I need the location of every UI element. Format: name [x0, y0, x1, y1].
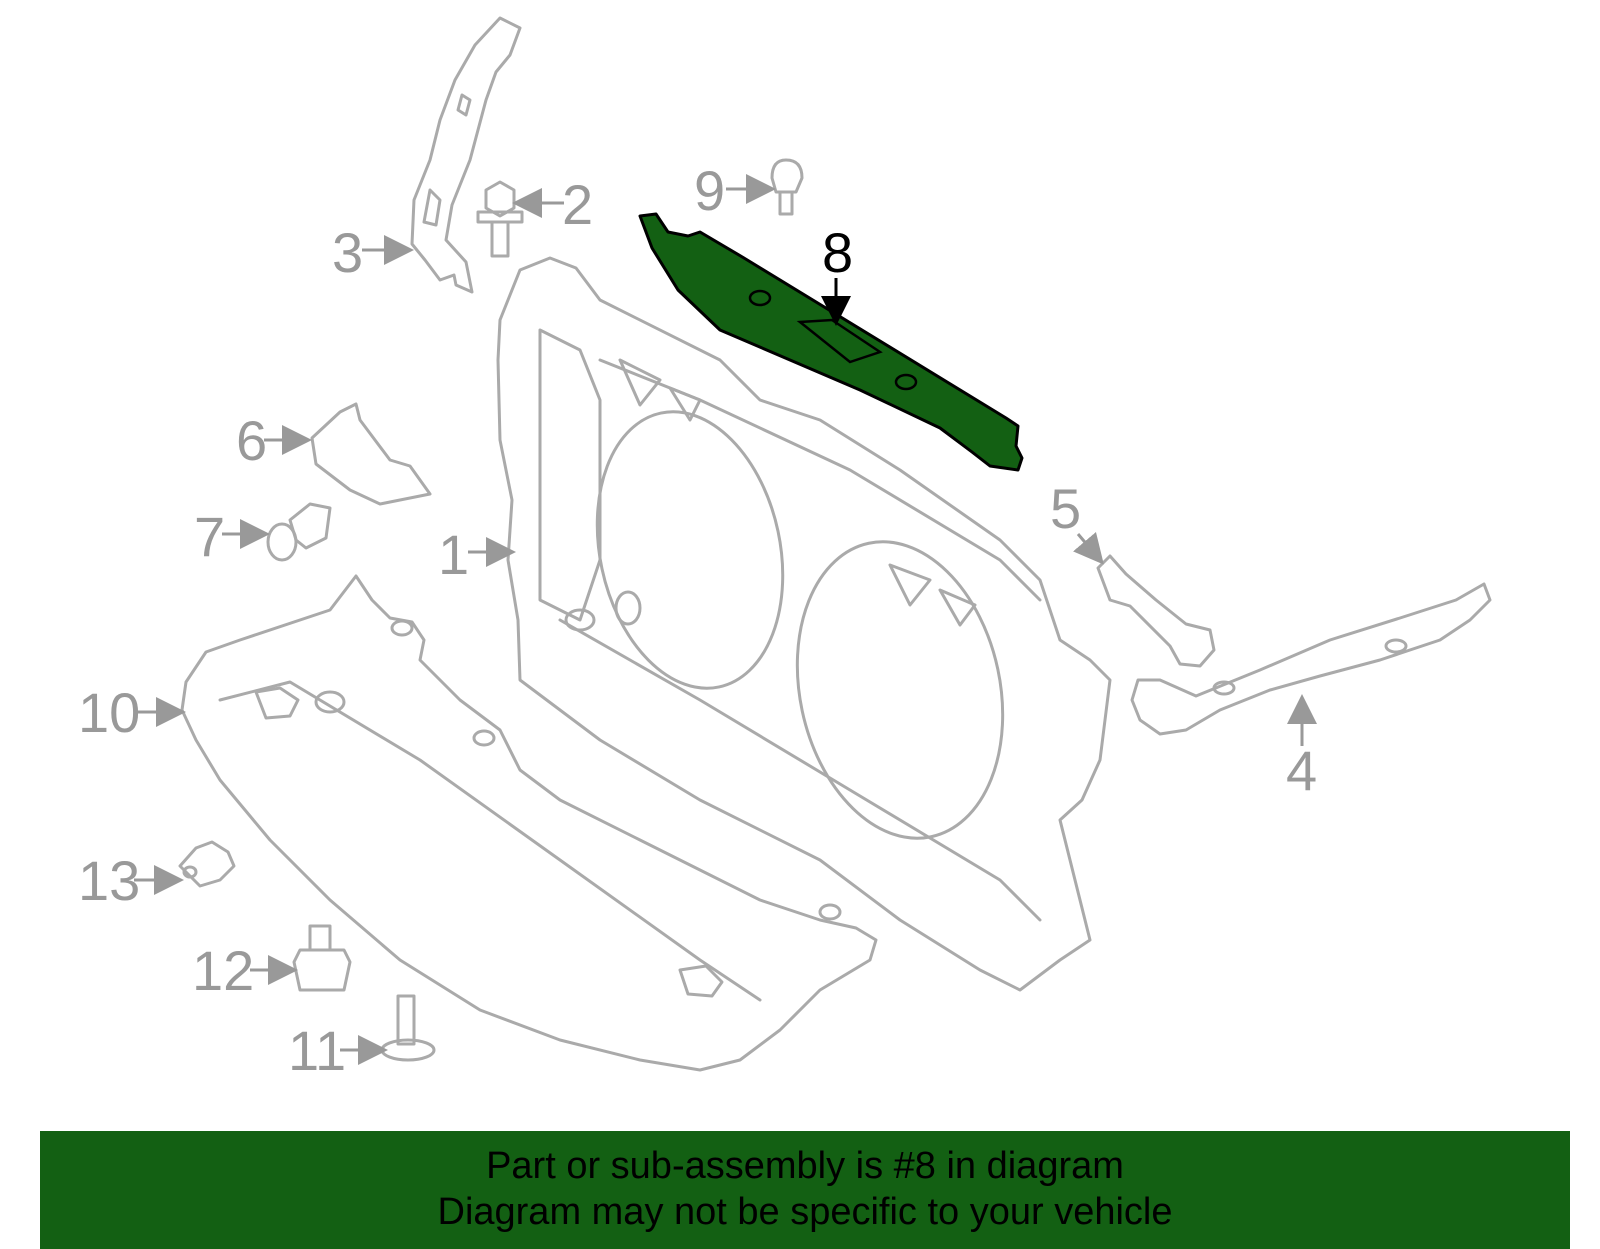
part-9-clip [770, 158, 804, 216]
info-banner: Part or sub-assembly is #8 in diagram Di… [40, 1131, 1570, 1249]
callout-10: 10 [78, 681, 140, 744]
banner-line-1: Part or sub-assembly is #8 in diagram [486, 1145, 1124, 1187]
part-2-bolt [476, 180, 524, 258]
callout-8: 8 [822, 221, 853, 284]
part-3-bracket [410, 16, 522, 294]
part-13-clip [178, 840, 236, 888]
part-11-pin [380, 994, 436, 1062]
part-1-core-support [496, 256, 1112, 992]
part-7-clip [266, 502, 332, 562]
callout-3: 3 [332, 221, 363, 284]
callout-1: 1 [438, 523, 469, 586]
callout-12: 12 [192, 939, 254, 1002]
part-12-bolt [292, 924, 352, 992]
callout-4: 4 [1286, 739, 1317, 802]
banner-line-2: Diagram may not be specific to your vehi… [437, 1191, 1173, 1233]
part-6-bracket [310, 402, 432, 506]
callout-7: 7 [194, 505, 225, 568]
part-4-rail [1130, 582, 1492, 736]
callout-13: 13 [78, 849, 140, 912]
callout-6: 6 [236, 409, 267, 472]
callout-5: 5 [1050, 477, 1081, 540]
part-10-undercover [180, 574, 878, 1072]
callout-arrows [134, 174, 1317, 1065]
callout-9: 9 [694, 159, 725, 222]
part-8-upper-support [638, 212, 1024, 472]
callout-2: 2 [562, 173, 593, 236]
part-5-bracket [1096, 554, 1216, 668]
callout-11: 11 [288, 1019, 346, 1082]
